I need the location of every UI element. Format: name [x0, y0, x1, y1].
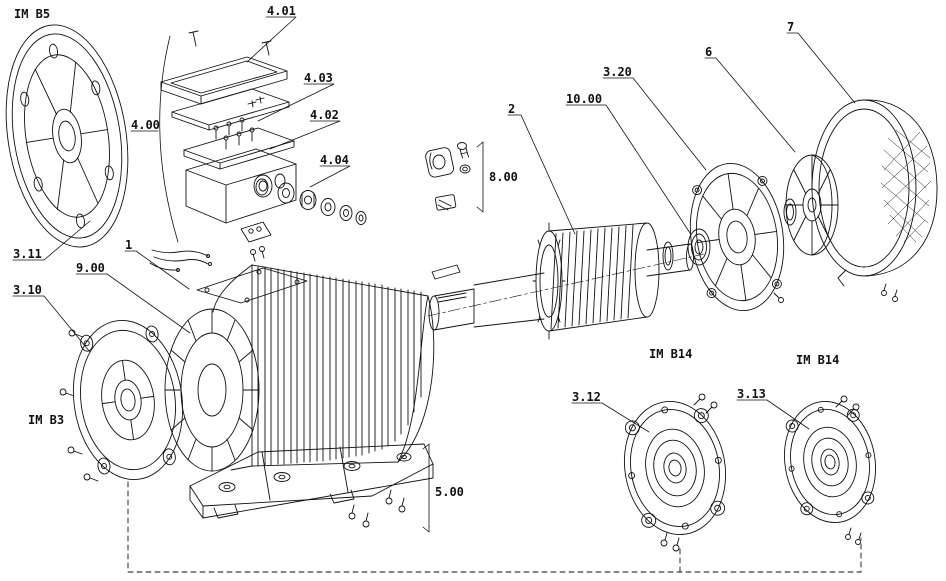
label-part-2: 2: [508, 102, 516, 116]
label-mounting-im-b14-left: IM B14: [649, 347, 693, 361]
label-part-4-03: 4.03: [304, 71, 333, 85]
label-part-10-00: 10.00: [566, 92, 603, 106]
end-shield-b3-drawing: [72, 319, 184, 481]
label-part-3-20: 3.20: [603, 65, 632, 79]
label-mounting-im-b14-right: IM B14: [796, 353, 840, 367]
label-part-1: 1: [125, 238, 133, 252]
flange-b14-left-drawing: [623, 400, 727, 536]
fan-drawing: [783, 154, 839, 256]
end-shield-b3-screws: [59, 329, 99, 482]
motor-feet-base-drawing: [189, 443, 434, 528]
label-part-3-12: 3.12: [572, 390, 601, 404]
fan-cover-drawing: [811, 99, 938, 302]
label-part-8-00: 8.00: [489, 170, 518, 184]
label-part-9-00: 9.00: [76, 261, 105, 275]
label-part-3-10: 3.10: [13, 283, 42, 297]
label-mounting-im-b5: IM B5: [14, 7, 51, 21]
cable-clamp-parts-drawing: [425, 142, 471, 211]
terminal-box-group: [149, 30, 367, 272]
rotor-shaft-drawing: [427, 222, 711, 340]
label-part-5-00: 5.00: [435, 485, 464, 499]
flange-b14-right-screws: [835, 395, 862, 545]
end-shield-rear-screw: [773, 292, 784, 303]
label-part-4-02: 4.02: [310, 108, 339, 122]
mounting-reference-dashed-lines: [127, 481, 862, 573]
flange-im-b5-drawing: [5, 24, 129, 248]
label-part-4-04: 4.04: [320, 153, 349, 167]
label-part-6: 6: [705, 45, 713, 59]
label-part-7: 7: [787, 20, 795, 34]
label-part-4-01: 4.01: [267, 4, 296, 18]
flange-b14-right-drawing: [783, 400, 877, 524]
end-shield-rear-drawing: [689, 162, 785, 312]
leader-lines: [12, 16, 856, 533]
label-part-4-00: 4.00: [131, 118, 160, 132]
label-part-3-13: 3.13: [737, 387, 766, 401]
stator-body-drawing: [164, 264, 435, 472]
label-part-3-11: 3.11: [13, 247, 42, 261]
label-mounting-im-b3: IM B3: [28, 413, 65, 427]
flange-b14-left-screws: [660, 393, 718, 552]
